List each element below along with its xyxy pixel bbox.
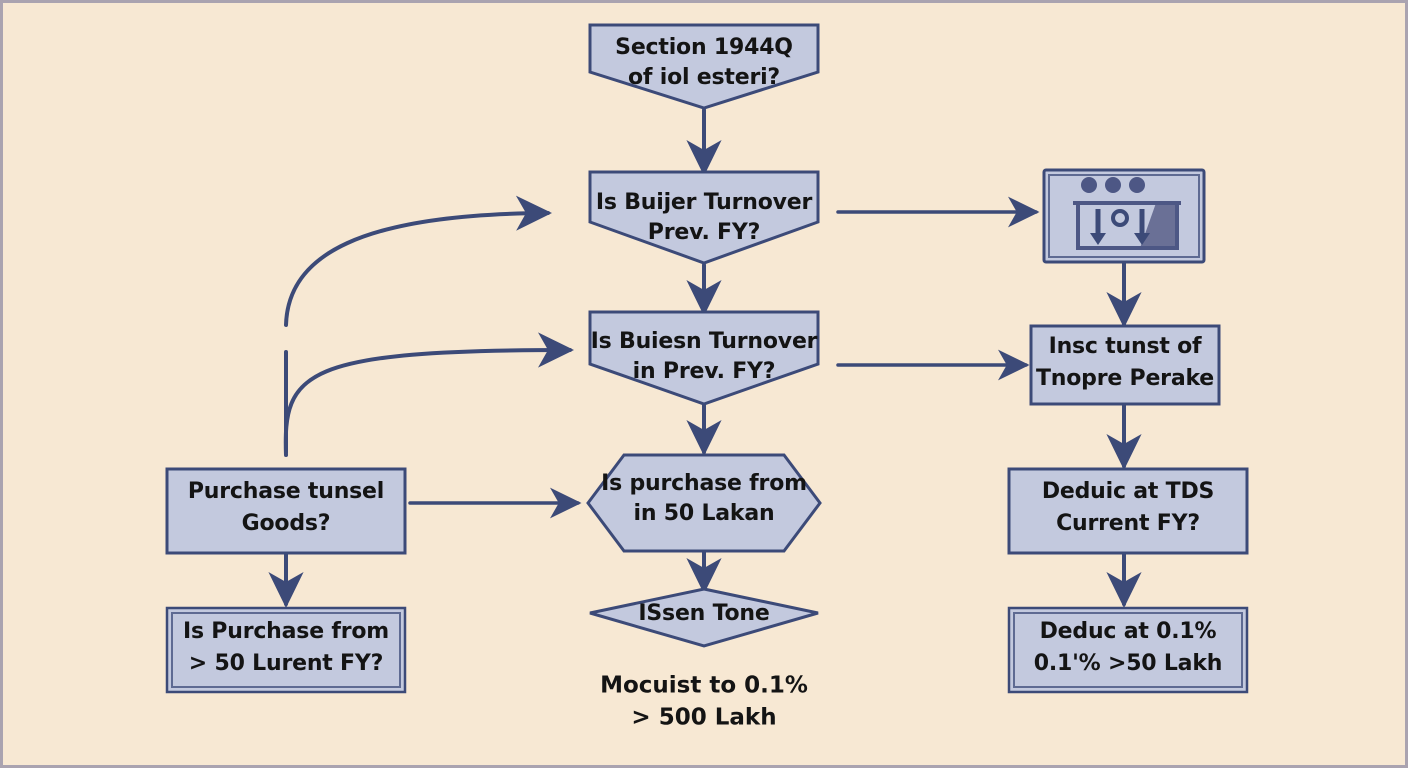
node-buyer-turnover-2-line2: in Prev. FY? bbox=[633, 359, 776, 384]
node-deduc-01[interactable]: Deduc at 0.1% 0.1'% >50 Lakh bbox=[1007, 606, 1249, 694]
node-start[interactable]: Section 1944Q of iol esteri? bbox=[588, 23, 820, 110]
node-purchase-goods-line2: Goods? bbox=[242, 511, 331, 536]
edge-curved-buyer-turnover-2-to-purchase-goods-a bbox=[283, 332, 574, 457]
edge-curved-loop-to-buyer-turnover-1 bbox=[284, 195, 552, 327]
node-purchase-from-50[interactable]: Is Purchase from > 50 Lurent FY? bbox=[165, 606, 407, 694]
node-purchase-hex-line2: in 50 Lakan bbox=[634, 501, 775, 526]
node-purchase-goods-line1: Purchase tunsel bbox=[188, 479, 384, 504]
node-buyer-turnover-1-line1: Is Buijer Turnover bbox=[596, 190, 813, 215]
node-deduc-01-line1: Deduc at 0.1% bbox=[1040, 619, 1217, 644]
bottom-note: Mocuist to 0.1% > 500 Lakh bbox=[600, 673, 808, 731]
node-insc-tunst-line1: Insc tunst of bbox=[1049, 334, 1202, 359]
node-buyer-turnover-2[interactable]: Is Buiesn Turnover in Prev. FY? bbox=[588, 310, 820, 406]
node-deduic-tds-line2: Current FY? bbox=[1056, 511, 1200, 536]
node-purchase-from-50-line1: Is Purchase from bbox=[183, 619, 389, 644]
node-start-line1: Section 1944Q bbox=[615, 35, 793, 60]
bottom-note-line2: > 500 Lakh bbox=[631, 705, 776, 731]
node-issen-diamond-line1: ISsen Tone bbox=[638, 601, 769, 626]
node-deduc-01-line2: 0.1'% >50 Lakh bbox=[1034, 651, 1222, 676]
node-issen-diamond[interactable]: ISsen Tone bbox=[589, 587, 819, 648]
node-buyer-turnover-1[interactable]: Is Buijer Turnover Prev. FY? bbox=[588, 170, 820, 265]
node-purchase-hex[interactable]: Is purchase from in 50 Lakan bbox=[586, 453, 822, 553]
node-deduic-tds-line1: Deduic at TDS bbox=[1042, 479, 1214, 504]
node-insc-tunst[interactable]: Insc tunst of Tnopre Perake bbox=[1029, 324, 1221, 406]
bottom-note-line1: Mocuist to 0.1% bbox=[600, 673, 808, 699]
node-insc-tunst-line2: Tnopre Perake bbox=[1036, 366, 1214, 391]
node-deduic-tds[interactable]: Deduic at TDS Current FY? bbox=[1007, 467, 1249, 555]
window-download-arrows-icon bbox=[1073, 177, 1181, 250]
node-purchase-from-50-line2: > 50 Lurent FY? bbox=[189, 651, 383, 676]
node-icon-panel[interactable] bbox=[1042, 168, 1206, 264]
node-purchase-goods[interactable]: Purchase tunsel Goods? bbox=[165, 467, 407, 555]
node-start-line2: of iol esteri? bbox=[628, 65, 780, 90]
node-purchase-hex-line1: Is purchase from bbox=[601, 471, 807, 496]
node-buyer-turnover-2-line1: Is Buiesn Turnover bbox=[591, 329, 818, 354]
node-buyer-turnover-1-line2: Prev. FY? bbox=[648, 220, 760, 245]
